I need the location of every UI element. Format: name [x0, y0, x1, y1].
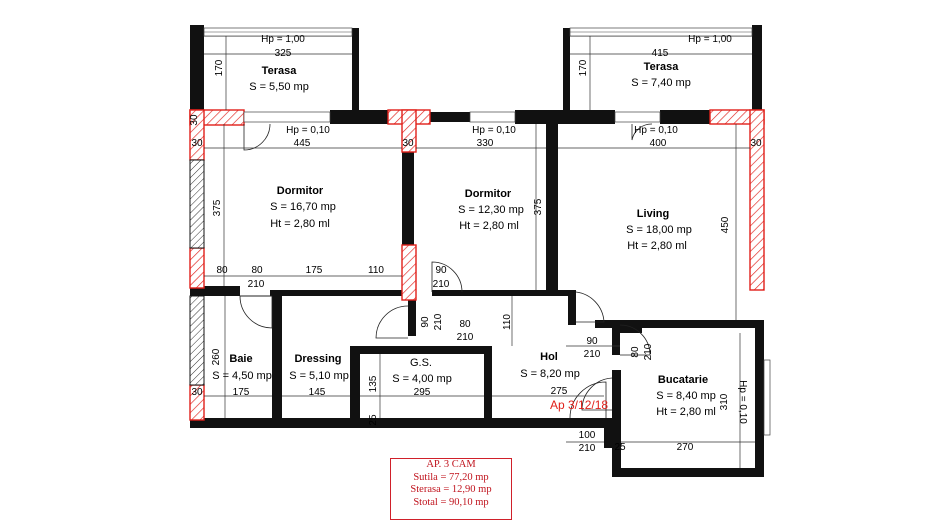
dim-210-f: 210 — [643, 343, 654, 360]
dormitor1-hp: Hp = 0,10 — [286, 125, 330, 136]
dressing-name: Dressing — [294, 353, 341, 365]
room-living: Hp = 0,10 400 450 Living S = 18,00 mp Ht… — [626, 125, 731, 252]
bucatarie-hp: Hp = 0,10 — [737, 380, 748, 424]
living-hp: Hp = 0,10 — [634, 125, 678, 136]
baie-depth: 260 — [211, 348, 222, 365]
gs-width: 295 — [414, 387, 431, 398]
bucatarie-depth: 310 — [719, 393, 730, 410]
living-area: S = 18,00 mp — [626, 224, 692, 236]
baie-area: S = 4,50 mp — [212, 370, 272, 382]
dormitor1-ht: Ht = 2,80 ml — [270, 218, 330, 230]
living-ht: Ht = 2,80 ml — [627, 240, 687, 252]
terasa-left-hp: Hp = 1,00 — [261, 34, 305, 45]
room-bucatarie: Bucatarie S = 8,40 mp Ht = 2,80 ml 270 3… — [656, 374, 748, 453]
summary-title: AP. 3 CAM — [426, 459, 476, 470]
dim-30-a: 30 — [189, 114, 200, 126]
bucatarie-name: Bucatarie — [658, 374, 708, 386]
dim-90-a: 90 — [435, 265, 447, 276]
dormitor2-depth: 375 — [533, 198, 544, 215]
dim-30-b: 30 — [191, 138, 203, 149]
misc-dimensions: 80 80 210 175 110 90 210 90 210 80 210 1… — [189, 114, 762, 454]
terasa-left-depth: 170 — [214, 59, 225, 76]
dim-30-e: 30 — [191, 387, 203, 398]
dressing-area: S = 5,10 mp — [289, 370, 349, 382]
dim-100: 100 — [579, 430, 596, 441]
room-hol: Hol S = 8,20 mp 275 — [520, 351, 580, 397]
gs-depth: 135 — [368, 375, 379, 392]
dim-210-d: 210 — [457, 332, 474, 343]
dim-25-a: 25 — [368, 414, 379, 426]
dormitor1-name: Dormitor — [277, 185, 324, 197]
dormitor2-area: S = 12,30 mp — [458, 204, 524, 216]
terasa-left-name: Terasa — [262, 65, 298, 77]
room-baie: Baie S = 4,50 mp 175 260 — [211, 348, 272, 398]
plan-stamp: Ap 3/12/18 — [550, 398, 608, 412]
dormitor2-hp: Hp = 0,10 — [472, 125, 516, 136]
windows — [189, 27, 771, 436]
dim-175: 175 — [306, 265, 323, 276]
dim-80-c: 80 — [459, 319, 471, 330]
terasa-left-width: 325 — [275, 48, 292, 59]
dormitor1-width: 445 — [294, 138, 311, 149]
baie-name: Baie — [229, 353, 252, 365]
baie-width: 175 — [233, 387, 250, 398]
living-width: 400 — [650, 138, 667, 149]
dim-210-a: 210 — [248, 279, 265, 290]
dormitor2-width: 330 — [477, 138, 494, 149]
hol-name: Hol — [540, 351, 558, 363]
bucatarie-ht: Ht = 2,80 ml — [656, 406, 716, 418]
dim-25-b: 25 — [614, 442, 626, 453]
room-gs: G.S. S = 4,00 mp 295 135 — [368, 357, 452, 398]
dormitor1-depth: 375 — [212, 199, 223, 216]
summary-sterasa: Sterasa = 12,90 mp — [410, 484, 492, 495]
room-terasa-right: Hp = 1,00 415 170 Terasa S = 7,40 mp — [578, 34, 732, 89]
bucatarie-area: S = 8,40 mp — [656, 390, 716, 402]
dim-90-b: 90 — [420, 316, 431, 328]
summary-stotal: Stotal = 90,10 mp — [413, 496, 489, 508]
gs-area: S = 4,00 mp — [392, 373, 452, 385]
room-terasa-left: Hp = 1,00 325 170 Terasa S = 5,50 mp — [214, 34, 309, 93]
dim-110-b: 110 — [502, 314, 513, 330]
doors — [239, 123, 653, 419]
terasa-right-name: Terasa — [644, 61, 680, 73]
dim-30-c: 30 — [402, 138, 414, 149]
dim-30-d: 30 — [750, 138, 762, 149]
living-name: Living — [637, 208, 669, 220]
dim-80-b: 80 — [251, 265, 263, 276]
gs-name: G.S. — [410, 357, 432, 369]
terasa-right-width: 415 — [652, 48, 669, 59]
dim-210-e: 210 — [584, 349, 601, 360]
dim-90-c: 90 — [586, 336, 598, 347]
room-dressing: Dressing S = 5,10 mp 145 — [289, 353, 349, 398]
dormitor1-area: S = 16,70 mp — [270, 201, 336, 213]
hol-area: S = 8,20 mp — [520, 368, 580, 380]
dim-80-d: 80 — [630, 346, 641, 358]
living-depth: 450 — [720, 216, 731, 233]
hol-width: 275 — [551, 386, 568, 397]
dormitor2-ht: Ht = 2,80 ml — [459, 220, 519, 232]
dim-210-b: 210 — [433, 279, 450, 290]
area-summary-box: AP. 3 CAM Sutila = 77,20 mp Sterasa = 12… — [390, 458, 512, 520]
summary-sutila: Sutila = 77,20 mp — [413, 471, 489, 483]
terasa-right-hp: Hp = 1,00 — [688, 34, 732, 45]
dimension-lines — [204, 36, 755, 468]
dim-210-c: 210 — [433, 313, 444, 330]
dressing-width: 145 — [309, 387, 326, 398]
terasa-left-area: S = 5,50 mp — [249, 81, 309, 93]
dim-80-a: 80 — [216, 265, 228, 276]
room-dormitor-2: Hp = 0,10 330 375 Dormitor S = 12,30 mp … — [458, 125, 544, 232]
room-dormitor-1: Hp = 0,10 445 375 Dormitor S = 16,70 mp … — [212, 125, 336, 230]
dim-210-g: 210 — [579, 443, 596, 454]
terasa-right-area: S = 7,40 mp — [631, 77, 691, 89]
terasa-right-depth: 170 — [578, 59, 589, 76]
dim-110-a: 110 — [368, 265, 384, 276]
dormitor2-name: Dormitor — [465, 188, 512, 200]
bucatarie-width: 270 — [677, 442, 694, 453]
structural-columns — [189, 109, 765, 421]
